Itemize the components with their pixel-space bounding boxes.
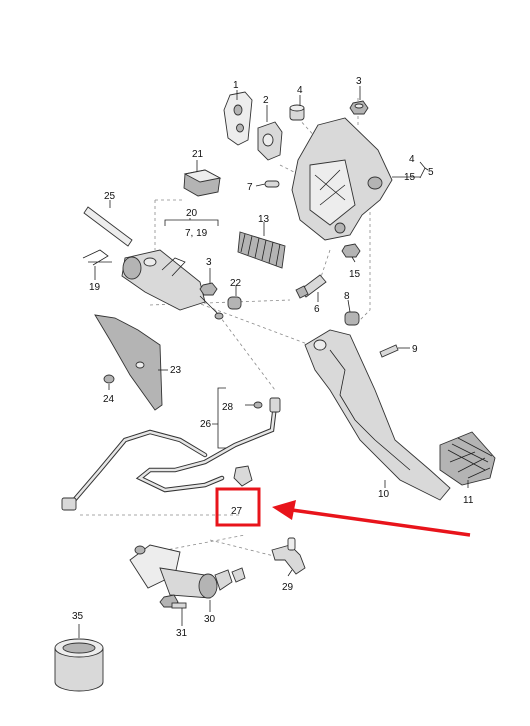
part-29-connector (271, 537, 306, 575)
highlight-arrow-head-icon (272, 500, 296, 520)
label-part-21: 21 (192, 149, 204, 160)
part-6-bolt (295, 274, 327, 299)
part-21-cap (183, 169, 222, 197)
label-part-15-right: 15 (404, 172, 416, 183)
part-24-grommet (103, 374, 115, 384)
label-part-4-right: 4 (409, 154, 415, 165)
label-part-20: 20 (186, 208, 198, 219)
part-3-nut-top (349, 100, 369, 115)
part-9-bolt (379, 344, 399, 358)
part-19-retaining-clip (82, 249, 112, 266)
part-3-nut-middle (199, 282, 218, 296)
label-part-35: 35 (72, 611, 84, 622)
label-part-24: 24 (103, 394, 115, 405)
part-10-clutch-pedal (304, 329, 451, 501)
part-35-sleeve (54, 638, 104, 692)
label-part-22: 22 (230, 278, 242, 289)
label-part-10: 10 (378, 489, 390, 500)
pedal-bracket-assembly (291, 117, 393, 241)
part-31-bolt (159, 594, 187, 609)
label-part-9: 9 (412, 344, 418, 355)
part-26-hydraulic-line (61, 397, 281, 511)
leader-lines (78, 86, 469, 638)
label-part-15-lower: 15 (349, 269, 361, 280)
highlight-box (215, 487, 261, 527)
label-part-3-top: 3 (356, 76, 362, 87)
part-27-highlight: 27 (215, 487, 471, 537)
part-1-bracket (223, 91, 253, 146)
label-part-11: 11 (463, 495, 474, 506)
label-part-8: 8 (344, 291, 350, 302)
part-4-bushing (289, 104, 305, 121)
label-part-3-middle: 3 (206, 257, 212, 268)
part-15-nut (341, 243, 361, 258)
part-22-bushing (227, 296, 242, 310)
label-part-25: 25 (104, 191, 116, 202)
part-2-clip (257, 121, 283, 161)
part-20-master-cylinder (121, 249, 224, 320)
part-30-slave-cylinder (129, 544, 246, 599)
label-part-13: 13 (258, 214, 270, 225)
label-part-23: 23 (170, 365, 182, 376)
part-8-bushing (344, 311, 360, 326)
label-part-30: 30 (204, 614, 216, 625)
part-11-pedal-pad (439, 431, 496, 486)
label-part-2: 2 (263, 95, 269, 106)
part-number-labels: 1 2 4 3 4 5 15 21 7 25 20 7, 19 13 3 22 … (72, 76, 474, 639)
part-23-heat-shield (94, 314, 163, 411)
part-7-pin (264, 180, 280, 188)
highlight-arrow-shaft (291, 508, 471, 537)
part-25-rod (83, 206, 133, 247)
label-part-1: 1 (233, 80, 239, 91)
label-part-7-19: 7, 19 (185, 228, 208, 239)
label-part-28: 28 (222, 402, 234, 413)
label-part-27: 27 (231, 506, 243, 517)
label-part-31: 31 (176, 628, 188, 639)
part-28-clip (253, 401, 263, 409)
assembly-guide-lines (80, 98, 371, 561)
label-part-5: 5 (428, 167, 434, 178)
part-13-spring (237, 231, 286, 269)
label-part-7: 7 (247, 182, 253, 193)
label-part-26: 26 (200, 419, 212, 430)
label-part-19: 19 (89, 282, 101, 293)
label-part-6: 6 (314, 304, 320, 315)
label-part-4: 4 (297, 85, 303, 96)
part-27-holder (233, 465, 253, 487)
label-part-29: 29 (282, 582, 294, 593)
